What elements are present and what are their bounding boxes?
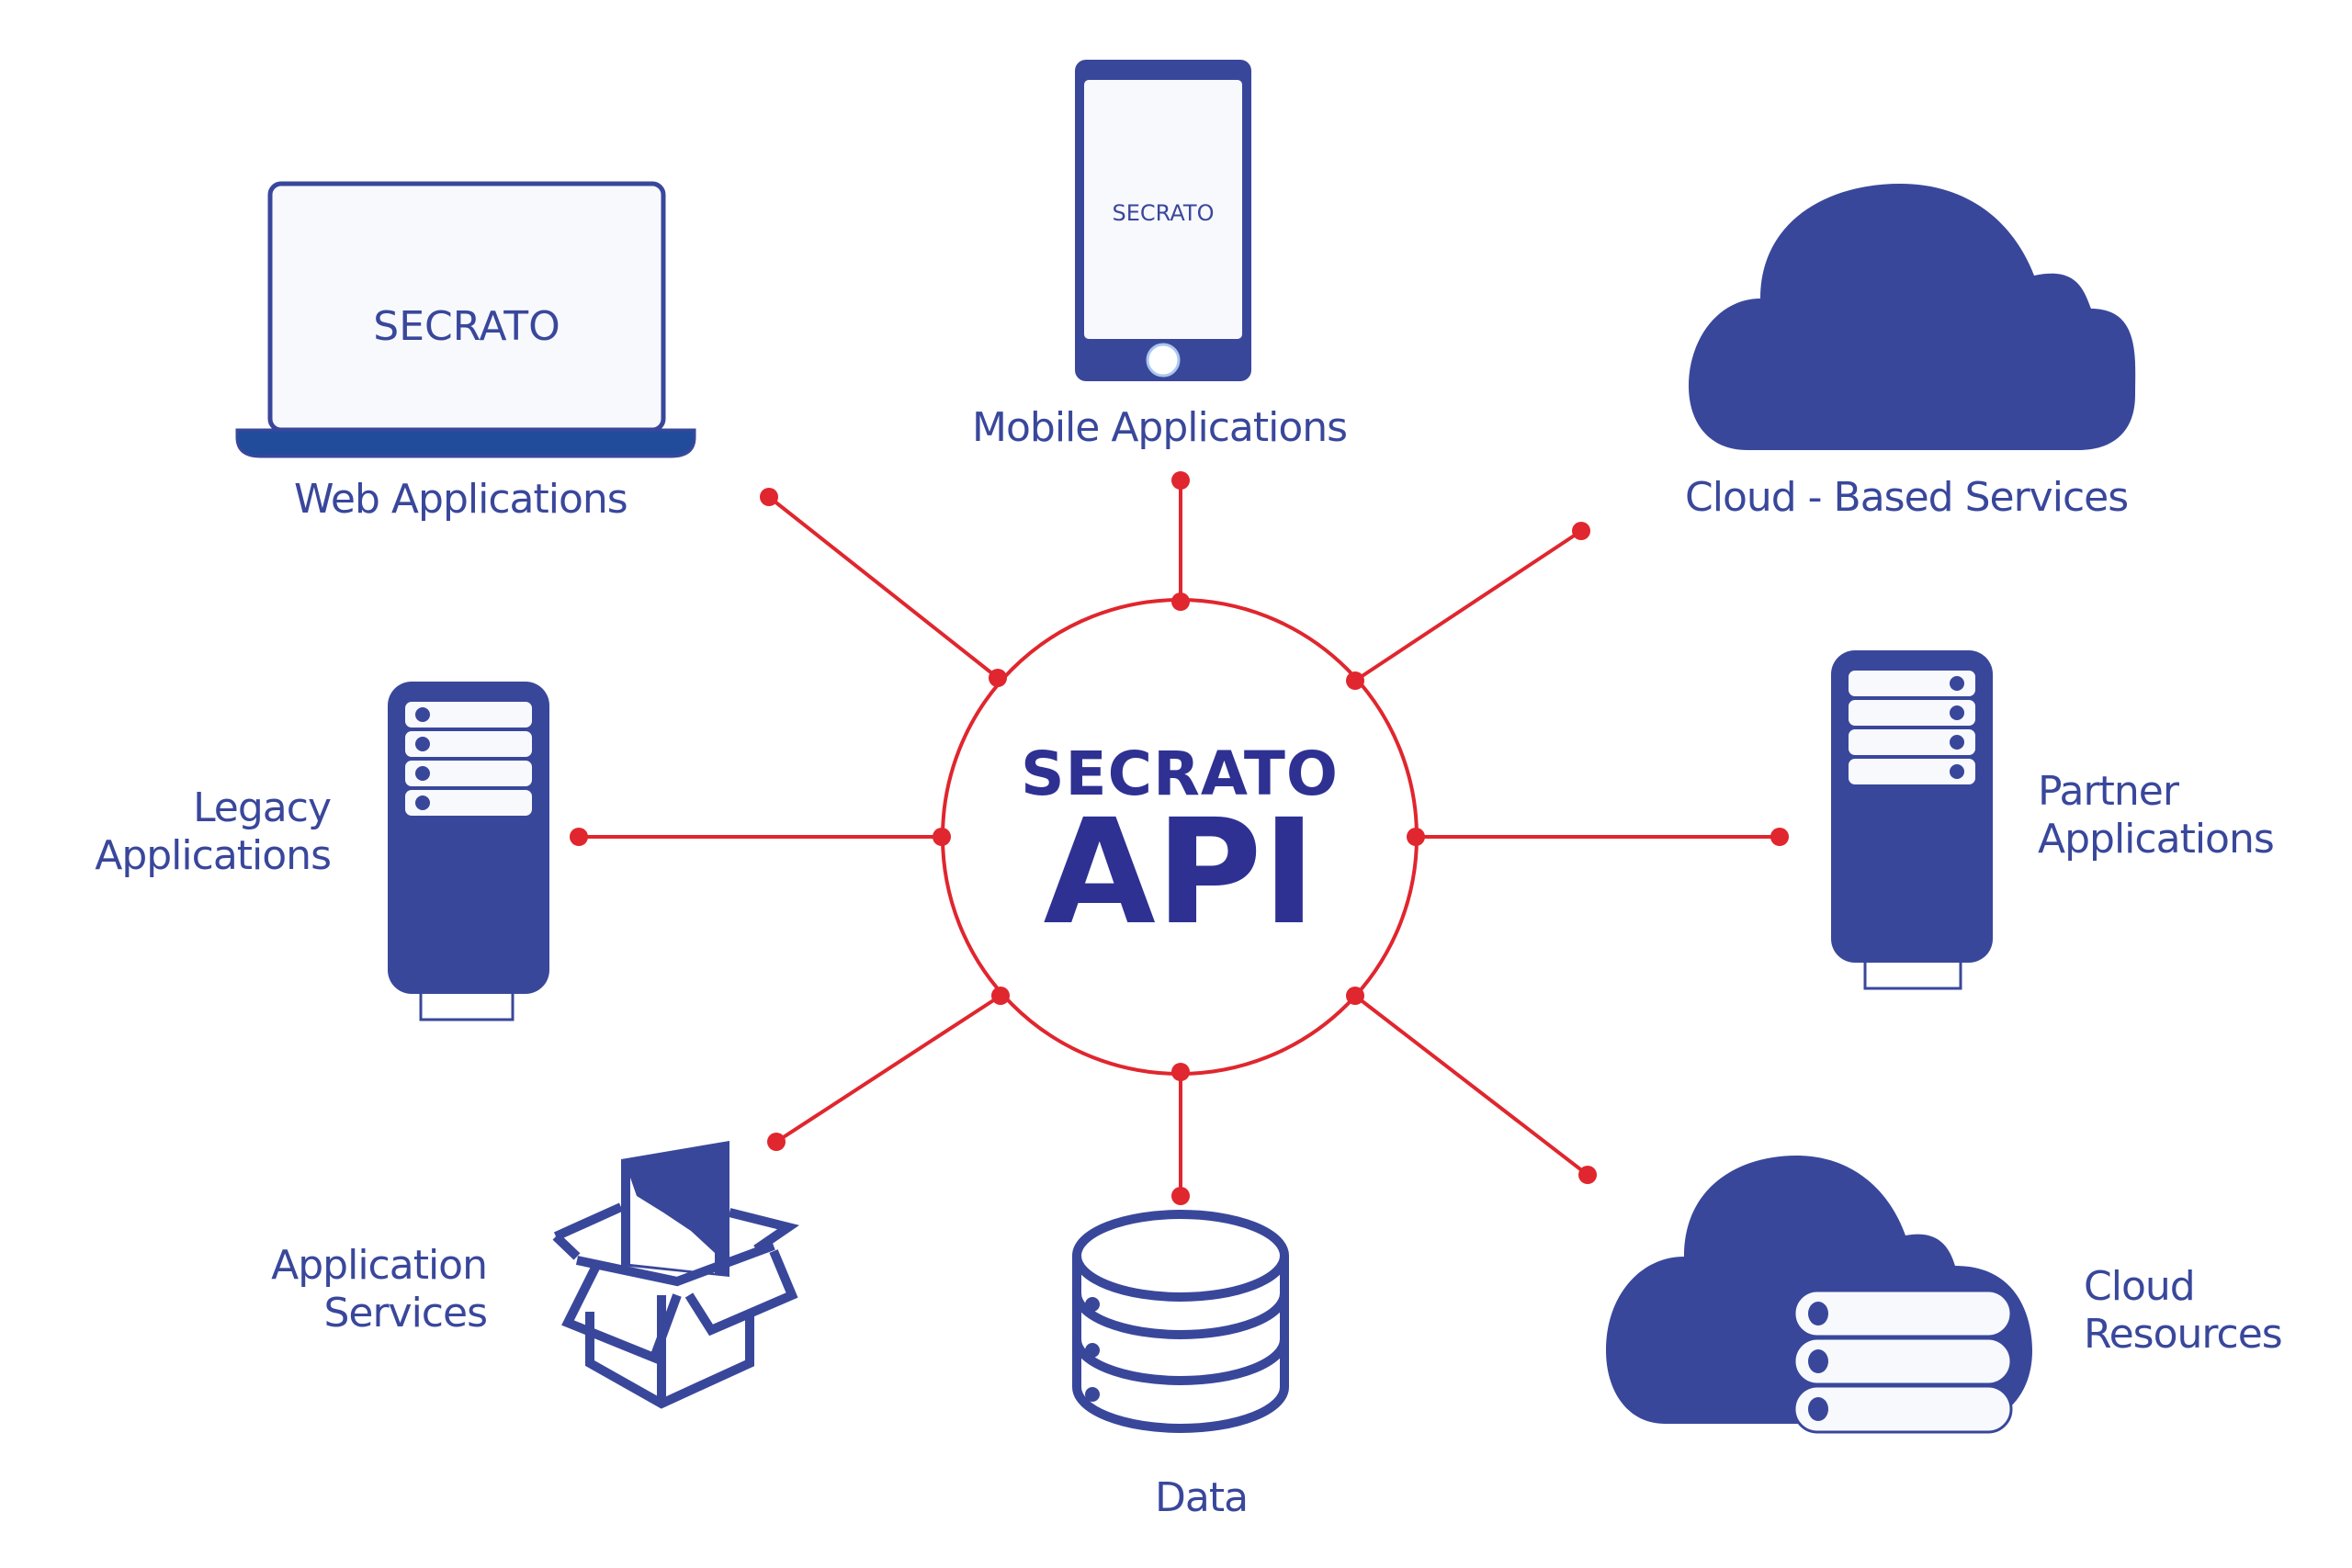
label-line: Cloud: [2084, 1263, 2196, 1310]
label-partner-applications: Partner Applications: [2038, 768, 2275, 863]
server-tower-icon-partner: [1831, 650, 1993, 990]
smartphone-icon: SECRATO: [1075, 60, 1251, 381]
server-tower-icon-legacy: [388, 682, 549, 1021]
connector-legacy: [570, 828, 951, 846]
label-mobile-applications: Mobile Applications: [972, 404, 1348, 451]
laptop-screen-text: SECRATO: [373, 303, 560, 350]
connectors: [570, 471, 1789, 1205]
connector-data: [1171, 1063, 1190, 1205]
database-icon: [1072, 1210, 1289, 1433]
label-line: Application: [271, 1242, 488, 1289]
label-line: Services: [323, 1290, 488, 1337]
label-line: Applications: [2038, 816, 2275, 863]
label-web-applications: Web Applications: [294, 476, 628, 523]
connector-web: [760, 488, 1007, 687]
label-cloud-resources: Cloud Resources: [2084, 1263, 2283, 1359]
connector-cloud-resources: [1346, 987, 1597, 1184]
connector-app-services: [767, 987, 1010, 1151]
connector-cloud-services: [1346, 522, 1590, 690]
label-line: Applications: [95, 832, 332, 879]
cloud-server-icon: [1606, 1156, 2032, 1434]
label-data: Data: [1155, 1474, 1249, 1521]
cloud-icon: [1689, 184, 2136, 450]
connector-partner: [1407, 828, 1789, 846]
connector-mobile: [1171, 471, 1190, 611]
open-box-icon: [552, 1141, 799, 1409]
phone-screen-text: SECRATO: [1113, 200, 1215, 226]
label-cloud-based-services: Cloud - Based Services: [1685, 474, 2129, 521]
label-application-services: Application Services: [211, 1242, 488, 1337]
label-line: Partner: [2038, 768, 2179, 815]
label-line: Legacy: [193, 784, 332, 831]
laptop-icon: SECRATO: [235, 181, 696, 458]
hub-title: API: [1043, 788, 1317, 957]
label-line: Resources: [2084, 1311, 2283, 1358]
hub-brand: SECRATO: [1021, 739, 1339, 809]
label-legacy-applications: Legacy Applications: [55, 784, 332, 880]
